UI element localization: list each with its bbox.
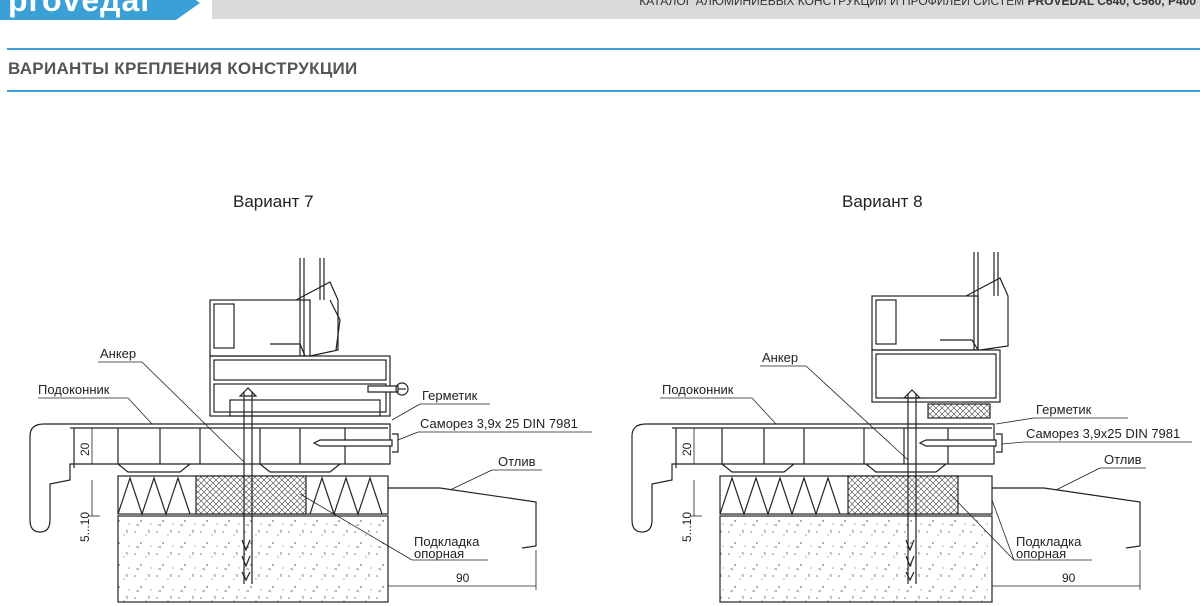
section-title: ВАРИАНТЫ КРЕПЛЕНИЯ КОНСТРУКЦИИ [8, 59, 358, 78]
v8-sill-screw [918, 433, 1003, 453]
v7-dim-width: 90 [456, 571, 470, 585]
v7-label-sill: Подоконник [38, 382, 110, 397]
v7-label-support-1: Подкладка [414, 534, 480, 549]
v8-drip [992, 487, 1141, 549]
v7-insulation [117, 475, 389, 516]
v8-label-drip: Отлив [1104, 452, 1142, 467]
v7-label-anchor: Анкер [100, 346, 136, 361]
v7-label-sealant: Герметик [422, 388, 478, 403]
v8-label-support-1: Подкладка [1016, 534, 1082, 549]
v7-frame-screw [367, 382, 409, 396]
v8-label-sill: Подоконник [662, 382, 734, 397]
catalog-title: КАТАЛОГ АЛЮМИНИЕВЫХ КОНСТРУКЦИЙ И ПРОФИЛ… [639, 0, 1196, 8]
v7-label-support-2: опорная [414, 546, 464, 561]
v7-concrete [117, 515, 389, 603]
v7-anchor [238, 387, 258, 584]
v8-label-support-2: опорная [1016, 546, 1066, 561]
brand-logo-text: proveдal [8, 0, 151, 18]
section-divider [7, 90, 1200, 92]
catalog-prefix: КАТАЛОГ АЛЮМИНИЕВЫХ КОНСТРУКЦИЙ И ПРОФИЛ… [639, 0, 1025, 8]
v8-label-screw: Саморез 3,9x25 DIN 7981 [1026, 426, 1180, 441]
header-strip [212, 0, 1200, 19]
variant-8-title: Вариант 8 [842, 192, 923, 211]
v7-dim-gap: 5...10 [78, 512, 92, 542]
variant-8-drawing [631, 252, 1192, 603]
variant-7-title: Вариант 7 [233, 192, 314, 211]
v8-window-profile [871, 277, 1009, 419]
v8-dim-gap: 5...10 [680, 512, 694, 542]
v8-sill [631, 423, 995, 533]
brand-logo [0, 0, 200, 20]
v7-glass [299, 258, 325, 356]
v8-anchor [902, 389, 922, 584]
variant-7-drawing [29, 258, 592, 603]
v7-label-drip: Отлив [498, 454, 536, 469]
v7-dim-height: 20 [78, 442, 92, 456]
v7-drip [388, 487, 537, 549]
v7-leaders [38, 361, 592, 590]
v7-window-profile [209, 281, 391, 417]
header-bar: proveдal КАТАЛОГ АЛЮМИНИЕВЫХ КОНСТРУКЦИЙ… [0, 0, 1200, 22]
variant-8-labels: Анкер Подоконник Герметик Саморез 3,9x25… [662, 350, 1180, 585]
variant-7-labels: Анкер Подоконник Герметик Саморез 3,9x 2… [38, 346, 578, 585]
v8-dim-width: 90 [1062, 571, 1076, 585]
catalog-systems: PROVEDAL С640, С560, Р400 [1027, 0, 1196, 8]
v8-label-sealant: Герметик [1036, 402, 1092, 417]
v7-sill [29, 423, 391, 533]
top-divider [7, 48, 1200, 50]
v8-dim-height: 20 [680, 442, 694, 456]
v8-label-anchor: Анкер [762, 350, 798, 365]
v8-leaders [660, 365, 1192, 590]
v8-concrete [719, 515, 993, 603]
v7-label-screw: Саморез 3,9x 25 DIN 7981 [420, 416, 578, 431]
v8-insulation [719, 475, 993, 516]
v7-sill-screw [312, 433, 399, 453]
